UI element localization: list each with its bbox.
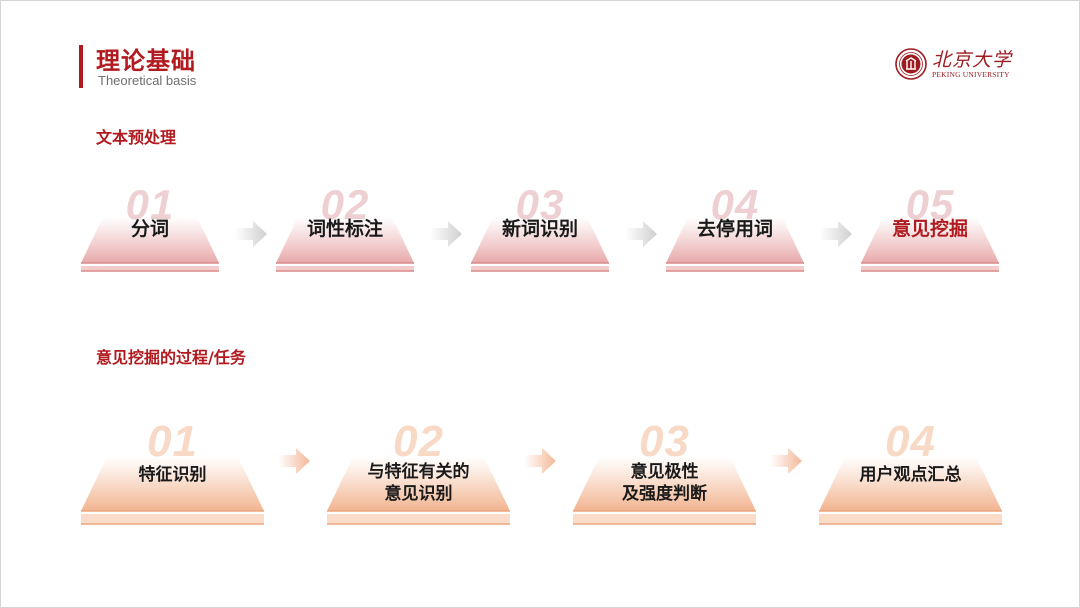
- step-number: 02: [393, 417, 444, 466]
- flow-arrow-icon: [524, 446, 558, 476]
- step-platform-shape: [819, 457, 1002, 525]
- page-subtitle: Theoretical basis: [98, 73, 197, 88]
- title-accent-bar: [79, 45, 83, 88]
- step-number: 03: [639, 417, 690, 466]
- step-label: 用户观点汇总: [859, 465, 962, 485]
- step-label: 分词: [130, 218, 169, 240]
- step-label: 新词识别: [501, 218, 578, 240]
- step-number: 01: [147, 417, 198, 466]
- step-platform-shape: [861, 217, 999, 272]
- logo-chinese-text: 北京大学: [932, 48, 1013, 71]
- flow-arrow-icon: [625, 219, 659, 249]
- step-platform-shape: [666, 217, 804, 272]
- step-number: 02: [320, 181, 370, 228]
- page-title: 理论基础: [96, 47, 196, 75]
- step-platform-shape: [573, 457, 756, 525]
- flow-arrow-icon: [430, 219, 464, 249]
- logo-english-text: PEKING UNIVERSITY: [932, 69, 1010, 79]
- step-platform-shape: [471, 217, 609, 272]
- flow-arrow-icon: [820, 219, 854, 249]
- step-number: 04: [710, 181, 760, 228]
- step-number: 03: [515, 181, 565, 228]
- flow-arrow-icon: [278, 446, 312, 476]
- step-number: 01: [125, 181, 175, 228]
- step-label: 与特征有关的 意见识别: [367, 462, 470, 504]
- step-label: 意见挖掘: [891, 218, 968, 240]
- section-heading-preprocessing: 文本预处理: [96, 128, 177, 147]
- flow-arrow-icon: [235, 219, 269, 249]
- step-label: 词性标注: [306, 218, 383, 240]
- step-number: 05: [905, 181, 955, 228]
- university-logo: 北京大学 PEKING UNIVERSITY: [895, 47, 1012, 81]
- step-platform-shape: [327, 457, 510, 525]
- pku-seal-icon: [895, 48, 927, 80]
- step-label: 意见极性 及强度判断: [622, 462, 707, 504]
- section-heading-opinion-mining: 意见挖掘的过程/任务: [96, 348, 246, 367]
- flow-arrow-icon: [770, 446, 804, 476]
- step-label: 去停用词: [696, 218, 773, 240]
- step-label: 特征识别: [138, 465, 207, 485]
- step-platform-shape: [276, 217, 414, 272]
- step-platform-shape: [81, 217, 219, 272]
- step-number: 04: [885, 417, 936, 466]
- step-platform-shape: [81, 457, 264, 525]
